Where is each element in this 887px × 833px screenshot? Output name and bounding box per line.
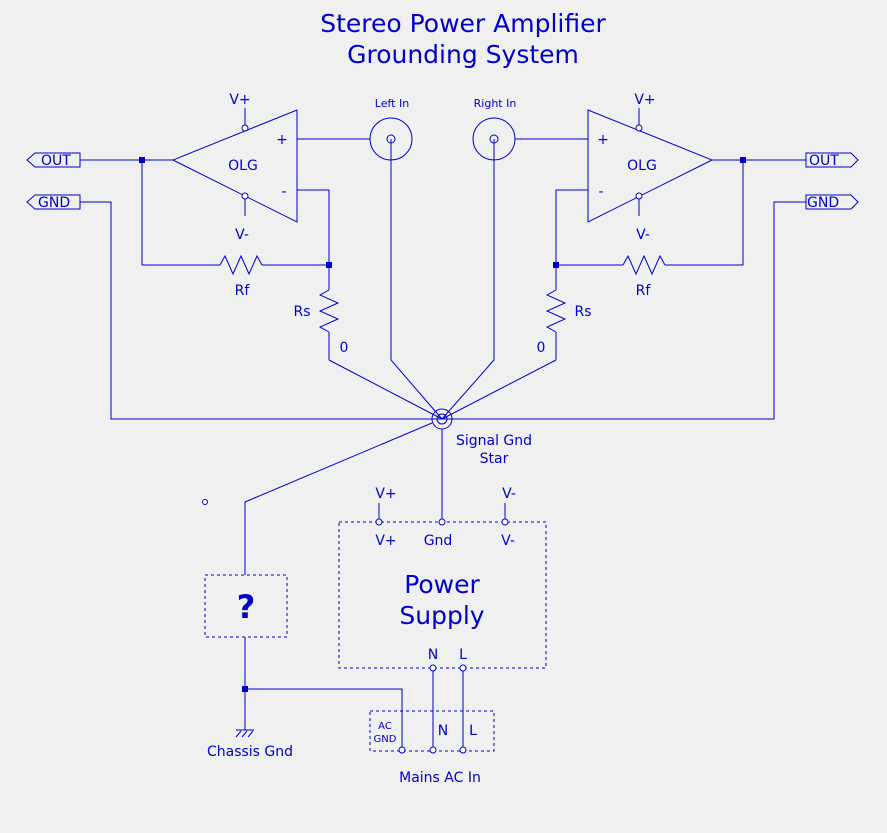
left-channel: OUT GND OLG + - V+ V- Rf [26,92,443,420]
psu-rail-positive: V+ [375,486,396,502]
right-rf-resistor: Rf [622,254,666,299]
svg-text:Rs: Rs [574,304,591,320]
right-node-zero: 0 [537,340,546,356]
chassis-ground: Chassis Gnd [207,726,293,760]
psu-pin-n: N [428,647,438,663]
right-channel: OLG + - V+ V- Rf Rs 0 OUT [441,92,859,420]
psu-pin-negative: V- [501,533,515,549]
svg-text:OUT: OUT [809,153,839,169]
svg-text:GND: GND [38,195,70,211]
left-rf-resistor: Rf [219,254,263,299]
svg-text:+: + [276,132,288,148]
left-vminus-label: V- [235,227,249,243]
mains-n-label: N [438,723,448,739]
svg-text:AC: AC [378,721,392,732]
stray-dot [202,499,208,505]
left-out-port[interactable]: OUT [26,152,81,169]
left-opamp: OLG + - V+ V- [171,92,298,243]
title-line-1: Stereo Power Amplifier [320,9,606,38]
svg-text:Rf: Rf [636,283,652,299]
left-rs-resistor: Rs [293,289,340,333]
svg-text:GND: GND [807,195,839,211]
psu-pin-l: L [459,647,467,663]
svg-text:Star: Star [480,451,509,467]
svg-text:-: - [598,184,603,200]
title-line-2: Grounding System [347,40,579,69]
svg-text:-: - [281,184,286,200]
svg-text:Chassis Gnd: Chassis Gnd [207,744,293,760]
right-gnd-port[interactable]: GND [805,194,859,211]
svg-text:OUT: OUT [41,153,71,169]
psu-rail-negative: V- [502,486,516,502]
svg-text:GND: GND [374,734,397,745]
mains-l-label: L [469,723,477,739]
svg-text:OLG: OLG [627,158,657,174]
mains-ac-input: AC GND N L Mains AC In [369,671,495,786]
svg-text:Mains AC In: Mains AC In [399,770,481,786]
svg-text:Signal Gnd: Signal Gnd [456,433,532,449]
right-opamp: OLG + - V+ V- [587,92,714,243]
psu-title-1: Power [404,570,480,599]
signal-ground-star[interactable]: Signal Gnd Star [431,408,532,467]
right-vminus-label: V- [636,227,650,243]
right-out-port[interactable]: OUT [805,152,859,169]
right-input-jack[interactable]: Right In [441,97,517,420]
left-input-jack[interactable]: Left In [369,97,443,420]
svg-text:?: ? [237,588,256,626]
psu-title-2: Supply [399,601,484,630]
svg-text:Left In: Left In [375,97,409,110]
svg-text:Rs: Rs [293,304,310,320]
svg-text:OLG: OLG [228,158,258,174]
svg-text:Right In: Right In [474,97,517,110]
psu-pin-positive: V+ [375,533,396,549]
right-rs-resistor: Rs [545,289,592,333]
svg-text:Rf: Rf [235,283,251,299]
left-vplus-label: V+ [229,92,250,108]
svg-text:+: + [597,132,609,148]
power-supply: V+ V+ Gnd V- V- Power Supply N L [338,486,547,672]
left-node-zero: 0 [340,340,349,356]
right-vplus-label: V+ [634,92,655,108]
psu-pin-gnd: Gnd [424,533,453,549]
unknown-component[interactable]: ? [204,574,288,638]
left-gnd-port[interactable]: GND [26,194,81,211]
